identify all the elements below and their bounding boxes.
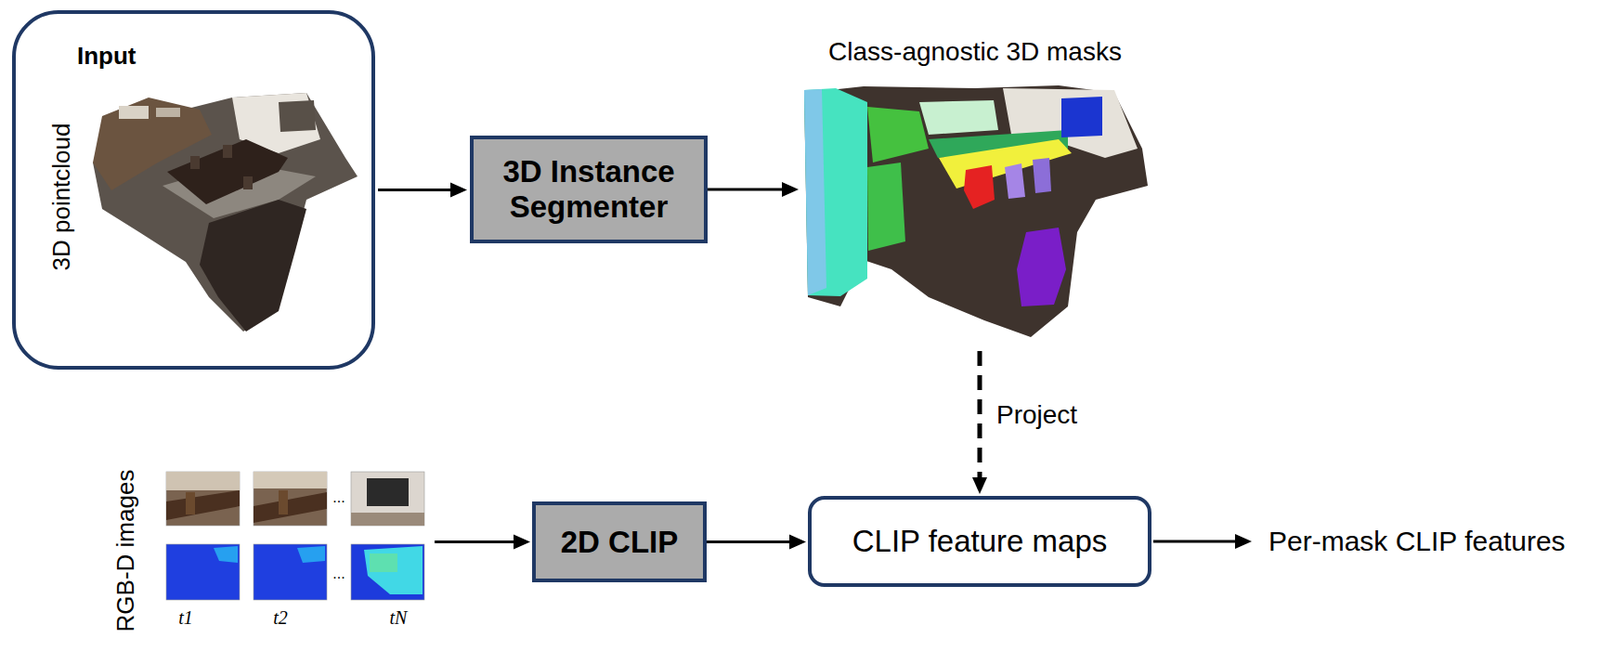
depth-image bbox=[253, 544, 327, 600]
edge-label: Project bbox=[994, 400, 1080, 430]
chair bbox=[190, 156, 200, 170]
arrowhead bbox=[513, 534, 531, 550]
mask-chair bbox=[1004, 163, 1026, 199]
connector bbox=[377, 182, 468, 198]
mask-illustration: Class-agnostic 3D masks bbox=[798, 37, 1152, 344]
arrowhead bbox=[450, 182, 468, 198]
table bbox=[167, 139, 288, 205]
mask-purple bbox=[1016, 227, 1067, 307]
rgb-tv bbox=[366, 478, 409, 507]
floor bbox=[804, 85, 1148, 338]
mask-green bbox=[867, 162, 906, 251]
rgbd-thumbnails bbox=[166, 471, 425, 600]
rgb-image bbox=[351, 471, 425, 526]
depth-patch bbox=[213, 546, 238, 563]
output-text: Per-mask CLIP features bbox=[1268, 515, 1596, 567]
floor-dark bbox=[199, 199, 307, 332]
process-box: 3D Instance Segmenter bbox=[469, 135, 708, 244]
depth-patch bbox=[297, 546, 326, 563]
mask-chair bbox=[1032, 157, 1052, 194]
rgb-wall bbox=[253, 471, 327, 489]
mask-tv bbox=[1061, 96, 1103, 138]
process-label: 3D Instance Segmenter bbox=[484, 154, 693, 225]
arrowhead bbox=[972, 477, 988, 495]
image-group: RGB-D images bbox=[109, 455, 435, 649]
rgb-chair bbox=[185, 492, 196, 515]
input-box: Input 3D pointcloud bbox=[12, 10, 376, 370]
connector-line bbox=[707, 188, 784, 192]
dashed-line bbox=[977, 351, 983, 480]
output-label: Per-mask CLIP features bbox=[1268, 525, 1566, 558]
input-label: 3D pointcloud bbox=[47, 123, 77, 272]
feature-label: CLIP feature maps bbox=[852, 523, 1108, 560]
arrowhead bbox=[789, 534, 807, 550]
image-group-label: RGB-D images bbox=[111, 469, 141, 633]
mask-heading: Class-agnostic 3D masks bbox=[828, 37, 1122, 67]
arrowhead bbox=[1235, 533, 1252, 549]
window bbox=[278, 100, 316, 132]
rgb-image bbox=[166, 471, 240, 526]
connector bbox=[706, 534, 807, 550]
rgb-table bbox=[166, 490, 240, 521]
connector bbox=[1153, 533, 1252, 549]
floor bbox=[92, 92, 358, 332]
time-label: tN bbox=[390, 607, 408, 629]
input-heading: Input bbox=[77, 41, 137, 71]
mask-green bbox=[867, 106, 929, 163]
mask-chair bbox=[963, 165, 995, 209]
rgb-wall bbox=[166, 471, 240, 491]
depth-image bbox=[166, 544, 240, 600]
connector bbox=[707, 182, 799, 197]
cabinet bbox=[118, 105, 149, 119]
mask-cyan bbox=[804, 88, 868, 297]
connector-line bbox=[377, 188, 453, 192]
ellipsis: ... bbox=[332, 565, 345, 583]
input-pointcloud bbox=[92, 92, 358, 332]
time-label: t2 bbox=[273, 607, 288, 629]
process-label: 2D CLIP bbox=[560, 524, 679, 560]
arrowhead bbox=[781, 182, 799, 197]
cabinet bbox=[156, 107, 181, 118]
ellipsis: ... bbox=[332, 489, 345, 507]
chair bbox=[243, 176, 253, 190]
mask-mint bbox=[919, 100, 999, 135]
chair bbox=[222, 144, 233, 158]
rgb-chair bbox=[278, 490, 288, 515]
depth-image bbox=[351, 544, 425, 600]
connector-line bbox=[706, 540, 792, 544]
connector-line bbox=[434, 540, 516, 544]
mask-table bbox=[938, 139, 1072, 189]
rgb-image bbox=[253, 471, 327, 526]
depth-patch bbox=[364, 546, 423, 595]
connector-line bbox=[1153, 540, 1237, 544]
rgb-table bbox=[253, 492, 327, 523]
time-label: t1 bbox=[178, 607, 194, 629]
connector bbox=[972, 351, 988, 495]
process-box: 2D CLIP bbox=[532, 501, 707, 583]
connector bbox=[434, 534, 531, 550]
depth-patch bbox=[369, 553, 398, 573]
mask-pointcloud bbox=[804, 85, 1148, 338]
feature-box: CLIP feature maps bbox=[807, 495, 1152, 587]
mask-lightblue bbox=[804, 89, 827, 296]
rgb-floor bbox=[351, 512, 425, 526]
